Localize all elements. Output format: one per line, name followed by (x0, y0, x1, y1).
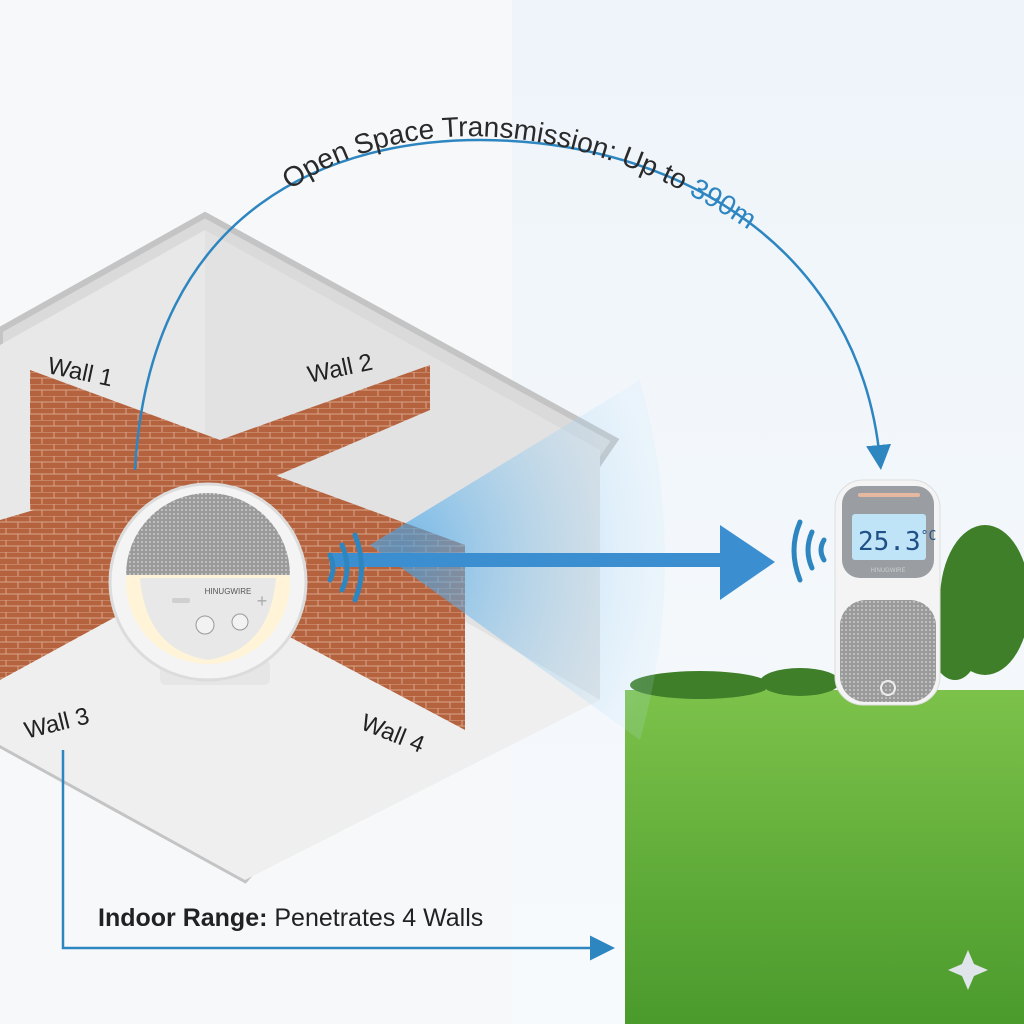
plus-button[interactable]: + (257, 591, 268, 611)
wave-icon-receiver (791, 519, 827, 583)
minus-button[interactable] (172, 598, 190, 603)
receiver-device: 25.3°C HINUGWIRE (834, 479, 941, 706)
indoor-range-arrow (61, 750, 615, 961)
receiver-power-button[interactable] (880, 680, 896, 696)
open-space-arc (133, 138, 892, 471)
signal-arrowhead (720, 525, 775, 600)
temperature-readout: 25.3°C (858, 527, 936, 557)
sparkle-icon (948, 950, 988, 990)
transmitter-device: HINUGWIRE + (108, 482, 308, 685)
lcd-display (852, 514, 926, 560)
wave-icon-transmitter (327, 532, 364, 603)
trees (630, 525, 1024, 699)
receiver-brand: HINUGWIRE (871, 568, 906, 574)
indoor-range-caption: Indoor Range: Penetrates 4 Walls (98, 904, 483, 933)
indoor-range-text: Penetrates 4 Walls (267, 904, 484, 932)
transmitter-brand: HINUGWIRE (205, 587, 252, 596)
power-button[interactable] (195, 615, 215, 635)
mode-button[interactable] (231, 613, 249, 631)
indoor-range-label: Indoor Range: (98, 904, 268, 932)
